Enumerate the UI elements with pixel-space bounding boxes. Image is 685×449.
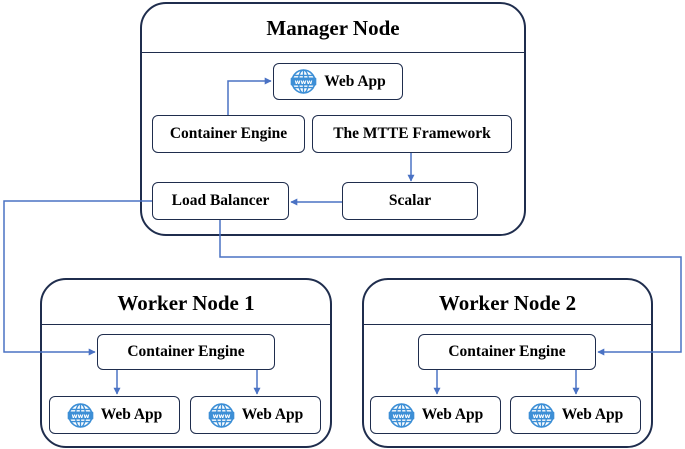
worker1-web-app-b-label: Web App bbox=[241, 406, 304, 423]
worker1-web-app-a-box: Web App bbox=[49, 396, 180, 434]
www-globe-icon bbox=[290, 68, 317, 95]
worker2-container-engine-label: Container Engine bbox=[448, 343, 566, 360]
worker2-web-app-b-label: Web App bbox=[561, 406, 624, 423]
worker2-container-engine-box: Container Engine bbox=[418, 334, 596, 370]
www-globe-icon bbox=[528, 402, 555, 429]
worker1-web-app-b-box: Web App bbox=[190, 396, 321, 434]
manager-web-app-label: Web App bbox=[324, 72, 386, 90]
scalar-label: Scalar bbox=[388, 192, 432, 209]
worker2-web-app-b-box: Web App bbox=[510, 396, 641, 434]
www-globe-icon bbox=[67, 402, 94, 429]
manager-container-engine-label: Container Engine bbox=[169, 125, 288, 142]
manager-node-divider bbox=[142, 52, 524, 53]
load-balancer-label: Load Balancer bbox=[171, 192, 270, 209]
manager-container-engine-box: Container Engine bbox=[152, 115, 305, 153]
worker1-web-app-a-label: Web App bbox=[100, 406, 163, 423]
worker2-web-app-a-box: Web App bbox=[370, 396, 501, 434]
load-balancer-box: Load Balancer bbox=[152, 182, 289, 220]
worker-node-2-divider bbox=[364, 324, 651, 325]
manager-web-app-box: Web App bbox=[273, 63, 403, 100]
worker-node-1-title: Worker Node 1 bbox=[117, 291, 255, 315]
scalar-box: Scalar bbox=[342, 182, 478, 220]
www-globe-icon bbox=[208, 402, 235, 429]
mtte-framework-box: The MTTE Framework bbox=[312, 115, 512, 153]
worker1-container-engine-box: Container Engine bbox=[97, 334, 275, 370]
worker1-container-engine-label: Container Engine bbox=[127, 343, 245, 360]
www-globe-icon bbox=[388, 402, 415, 429]
mtte-framework-label: The MTTE Framework bbox=[333, 125, 491, 142]
worker2-web-app-a-label: Web App bbox=[421, 406, 484, 423]
worker-node-1-divider bbox=[42, 324, 330, 325]
manager-node-title: Manager Node bbox=[266, 16, 400, 40]
worker-node-2-title: Worker Node 2 bbox=[438, 291, 577, 315]
